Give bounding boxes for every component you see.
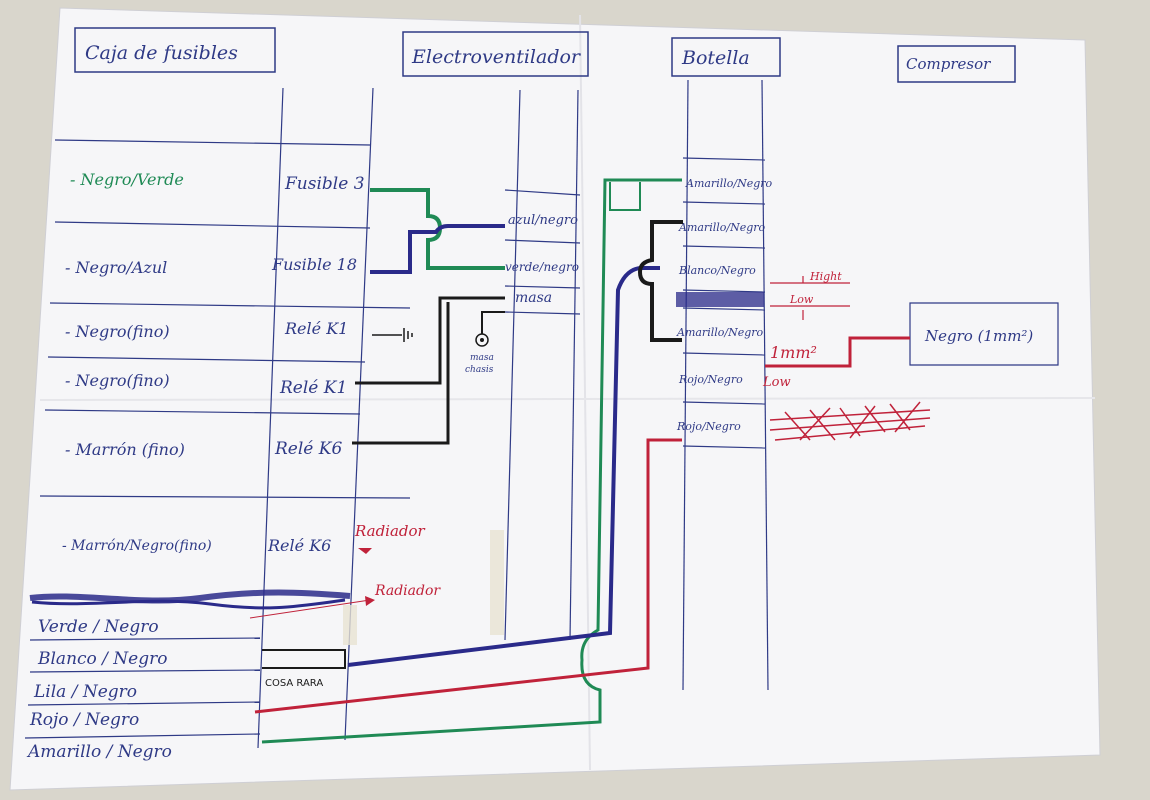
botella-row-line — [682, 352, 766, 356]
botella-row-line — [682, 307, 766, 311]
wire-black-k1 — [355, 296, 505, 385]
caja-row-line — [44, 409, 361, 415]
botella-col-line — [682, 79, 689, 691]
header-botella: Botella — [681, 47, 750, 69]
botella-row-line — [682, 157, 766, 161]
radiador-label-1: Radiador — [354, 522, 426, 540]
masa-chasis-label-2: chasis — [465, 365, 494, 375]
wire-red-botella — [254, 438, 682, 714]
electro-col-line — [569, 89, 579, 641]
caja-row-line — [54, 221, 371, 229]
tape-strip — [490, 530, 504, 635]
compresor-box — [909, 302, 1059, 366]
wire-list-line — [29, 637, 261, 641]
caja-row-line — [49, 302, 411, 309]
wire-green-botella — [261, 178, 682, 744]
caja-row-line — [39, 495, 411, 499]
radiador-label-2: Radiador — [374, 583, 441, 599]
scribble-out — [29, 589, 351, 604]
caja-wire-4: - Negro(fino) — [65, 371, 170, 390]
radiador-arrow-icon — [249, 599, 371, 619]
electro-masa: masa — [515, 290, 552, 306]
tape-strip — [343, 605, 357, 645]
compresor-wire-label: Negro (1mm²) — [924, 327, 1033, 345]
botella-row-line — [682, 401, 766, 405]
header-box-botella — [671, 37, 781, 77]
electro-row-line — [504, 311, 581, 315]
caja-row-line — [47, 356, 366, 363]
header-box-caja — [74, 27, 276, 73]
botella-row-scribbled — [676, 292, 764, 307]
paper-fold — [579, 14, 591, 771]
caja-fuse-6: Relé K6 — [267, 536, 331, 555]
botella-row-2: Amarillo/Negro — [678, 221, 766, 234]
botella-row-5: Amarillo/Negro — [676, 326, 764, 339]
caja-col-line — [257, 87, 284, 749]
caja-fuse-1: Fusible 3 — [284, 174, 365, 194]
cosa-rara-label: COSA RARA — [265, 678, 323, 689]
header-box-electro — [402, 31, 589, 77]
ground-terminal-icon — [480, 338, 484, 342]
hight-label: Hight — [809, 270, 842, 283]
radiador-arrow-icon — [358, 548, 372, 554]
wire-blanco-negro: Blanco / Negro — [37, 649, 167, 669]
scribble-out — [31, 598, 346, 610]
electro-row-line — [504, 239, 581, 244]
cosa-rara-bracket — [262, 649, 346, 669]
low-label: Low — [789, 293, 814, 306]
caja-wire-3: - Negro(fino) — [65, 322, 170, 341]
botella-row-1: Amarillo/Negro — [685, 177, 773, 190]
wire-list-line — [29, 669, 261, 673]
botella-row-3: Blanco/Negro — [678, 264, 756, 277]
wire-green-loop — [609, 182, 641, 211]
wire-amarillo-negro: Amarillo / Negro — [26, 742, 172, 762]
caja-fuse-2: Fusible 18 — [271, 255, 357, 274]
wire-navy-fusible18 — [370, 224, 505, 274]
botella-row-line — [682, 445, 766, 449]
wire-black-botella — [637, 220, 683, 342]
electro-azul-negro: azul/negro — [508, 213, 578, 228]
electro-row-line — [504, 189, 581, 196]
radiador-arrow-icon — [365, 596, 375, 606]
masa-chasis-label: masa — [470, 353, 494, 363]
header-compresor: Compresor — [906, 55, 991, 73]
wire-list-line — [24, 733, 261, 739]
wire-rojo-negro: Rojo / Negro — [29, 710, 139, 730]
botella-row-7: Rojo/Negro — [676, 420, 741, 433]
one-mm-label: 1mm² — [770, 343, 817, 362]
crossed-out-scribble — [769, 401, 931, 441]
caja-fuse-3: Relé K1 — [284, 319, 348, 338]
paper-fold — [39, 397, 1096, 401]
low2-label: Low — [762, 375, 791, 390]
wire-verde-negro: Verde / Negro — [38, 617, 159, 637]
caja-wire-1: - Negro/Verde — [70, 170, 184, 189]
wire-red-compresor — [765, 336, 910, 368]
caja-fuse-4: Relé K1 — [279, 378, 347, 398]
botella-row-6: Rojo/Negro — [678, 373, 743, 386]
wire-list-line — [27, 701, 261, 706]
botella-row-line — [682, 289, 766, 293]
ground-icon — [372, 328, 413, 342]
wire-black-k6 — [352, 302, 450, 445]
electro-verde-negro: verde/negro — [505, 260, 579, 274]
header-box-compresor — [897, 45, 1016, 83]
electro-row-line — [504, 285, 581, 289]
botella-col-line — [761, 79, 769, 691]
caja-row-line — [54, 139, 371, 146]
header-caja: Caja de fusibles — [85, 42, 238, 64]
wire-lila-negro: Lila / Negro — [33, 682, 137, 702]
header-electro: Electroventilador — [411, 46, 582, 68]
electro-col-line — [504, 89, 521, 641]
wire-masa-chasis — [481, 311, 505, 334]
botella-row-line — [682, 201, 766, 205]
caja-wire-5: - Marrón (fino) — [65, 440, 185, 459]
caja-wire-6: - Marrón/Negro(fino) — [62, 538, 212, 554]
botella-row-line — [682, 245, 766, 249]
caja-fuse-5: Relé K6 — [274, 439, 342, 459]
caja-wire-2: - Negro/Azul — [65, 258, 167, 277]
